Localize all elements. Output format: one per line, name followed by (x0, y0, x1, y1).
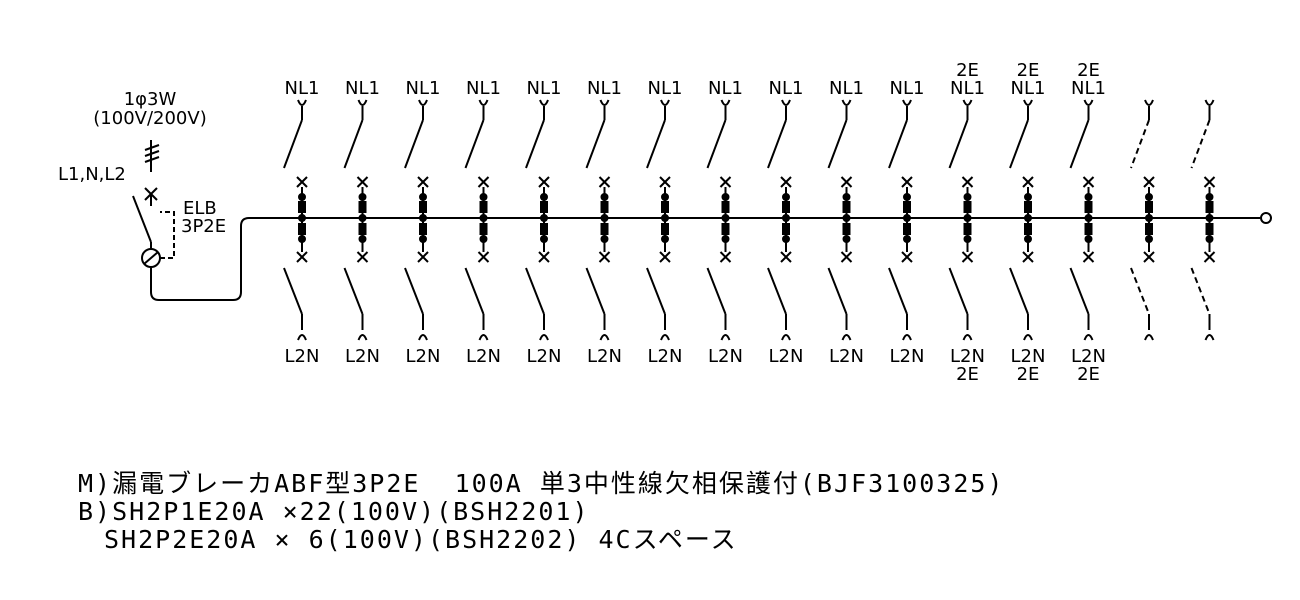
branch-top-label: NL1 (648, 78, 683, 99)
branch-top-label: NL1 (1011, 78, 1046, 99)
branch-breaker-16 (1190, 99, 1216, 341)
main-contact (132, 195, 152, 243)
three-wire-tick (144, 144, 160, 151)
branch-bottom-label: L2N (466, 346, 501, 367)
branch-bottom-label: L2N (1071, 346, 1106, 367)
branch-top-label: NL1 (950, 78, 985, 99)
branch-top-label: 2E (956, 60, 979, 81)
branch-top-label: NL1 (890, 78, 925, 99)
branch-breaker-8 (706, 99, 732, 341)
branch-breaker-7 (646, 99, 671, 341)
branch-bottom-label: L2N (587, 346, 622, 367)
three-wire-tick (144, 150, 160, 157)
main-breaker-poles-label: 3P2E (181, 216, 226, 237)
branch-top-label: NL1 (527, 78, 562, 99)
branch-bottom-label: L2N (285, 346, 320, 367)
branch-bottom-label: L2N (829, 346, 864, 367)
supply-voltage-label: (100V/200V) (93, 108, 206, 129)
branch-breaker-9 (767, 99, 792, 341)
branch-bottom-label: 2E (956, 364, 979, 385)
branch-top-label: NL1 (1071, 78, 1106, 99)
supply-lines-label: L1,N,L2 (58, 164, 126, 185)
branch-bottom-label: L2N (1011, 346, 1046, 367)
main-breaker-spec: M)漏電ブレーカABF型3P2E 100A 単3中性線欠相保護付(BJF3100… (78, 469, 1005, 498)
branch-breaker-3 (404, 99, 429, 341)
branch-breaker-15 (1130, 99, 1155, 341)
branch-breaker-10 (827, 99, 853, 341)
branch-bottom-label: 2E (1077, 364, 1100, 385)
branch-breaker-12 (948, 99, 974, 341)
branch-bottom-label: L2N (950, 346, 985, 367)
branch-breaker-2 (343, 99, 369, 341)
branch-top-label: 2E (1017, 60, 1040, 81)
branch-bottom-label: L2N (769, 346, 804, 367)
branch-bottom-label: L2N (708, 346, 743, 367)
branch-top-label: 2E (1077, 60, 1100, 81)
branch-bottom-label: L2N (648, 346, 683, 367)
branch-bottom-label: 2E (1017, 364, 1040, 385)
branch-breaker-1 (283, 99, 308, 341)
branch-top-label: NL1 (587, 78, 622, 99)
branch-top-label: NL1 (345, 78, 380, 99)
branch-breaker-spec-1e: B)SH2P1E20A ×22(100V)(BSH2201) (78, 497, 590, 526)
branch-bottom-label: L2N (345, 346, 380, 367)
branch-breaker-4 (464, 99, 490, 341)
main-breaker-type-label: ELB (183, 198, 217, 219)
branch-top-label: NL1 (708, 78, 743, 99)
branch-breaker-13 (1009, 99, 1034, 341)
branch-bottom-label: L2N (406, 346, 441, 367)
busbar-terminal (1260, 212, 1272, 224)
supply-phase-label: 1φ3W (124, 89, 177, 110)
branch-breaker-5 (525, 99, 550, 341)
branch-breaker-14 (1069, 99, 1095, 341)
branch-bottom-label: L2N (890, 346, 925, 367)
three-wire-tick (144, 156, 160, 163)
branch-breaker-11 (888, 99, 913, 341)
branch-breaker-spec-2e: SH2P2E20A × 6(100V)(BSH2202) 4Cスペース (104, 525, 738, 554)
branch-top-label: NL1 (466, 78, 501, 99)
branch-breaker-6 (585, 99, 611, 341)
branch-bottom-label: L2N (527, 346, 562, 367)
branch-top-label: NL1 (829, 78, 864, 99)
breaker-spec-notes: M)漏電ブレーカABF型3P2E 100A 単3中性線欠相保護付(BJF3100… (78, 470, 1005, 554)
branch-top-label: NL1 (769, 78, 804, 99)
branch-top-label: NL1 (406, 78, 441, 99)
single-line-diagram: 1φ3W (100V/200V) L1,N,L2 ELB 3P2E NL1L2N… (58, 60, 1272, 385)
main-breaker-symbol (132, 140, 1272, 301)
branch-top-label: NL1 (285, 78, 320, 99)
